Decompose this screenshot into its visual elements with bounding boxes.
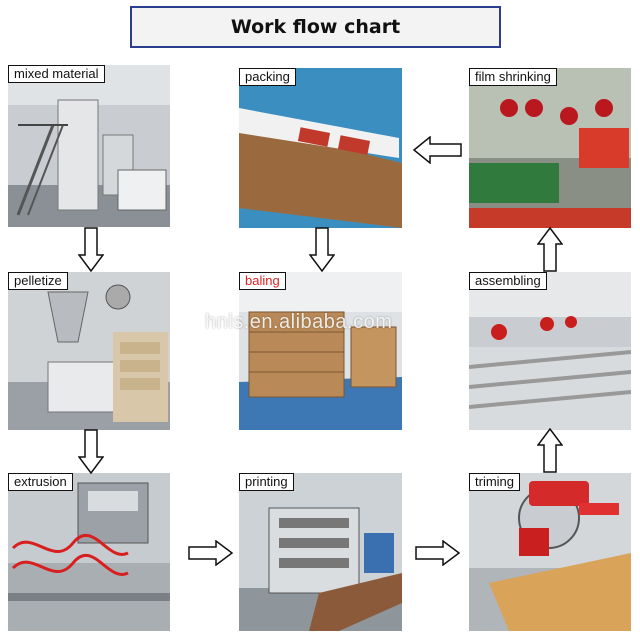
- arrow-left-icon: [413, 136, 462, 164]
- photo-baling: baling: [239, 272, 402, 430]
- photo-mixed-material: mixed material: [8, 65, 170, 227]
- arrow-down-icon: [309, 227, 335, 273]
- step-label-mixed-material: mixed material: [8, 65, 105, 83]
- photo-extrusion: extrusion: [8, 473, 170, 631]
- step-label-printing: printing: [239, 473, 294, 491]
- arrow-right-icon: [188, 540, 234, 566]
- title-box: Work flow chart: [130, 6, 501, 48]
- chart-title: Work flow chart: [230, 16, 401, 38]
- step-label-packing: packing: [239, 68, 296, 86]
- watermark: hnls.en.alibaba.com: [205, 311, 393, 333]
- step-label-pelletize: pelletize: [8, 272, 68, 290]
- step-label-baling: baling: [239, 272, 286, 290]
- step-label-extrusion: extrusion: [8, 473, 73, 491]
- photo-packing: packing: [239, 68, 402, 228]
- photo-printing: printing: [239, 473, 402, 631]
- arrow-up-icon: [537, 428, 563, 473]
- photo-pelletize: pelletize: [8, 272, 170, 430]
- photo-film-shrinking: film shrinking: [469, 68, 631, 228]
- arrow-down-icon: [78, 429, 104, 475]
- step-label-film-shrinking: film shrinking: [469, 68, 557, 86]
- photo-assembling: assembling: [469, 272, 631, 430]
- photo-triming: triming: [469, 473, 631, 631]
- step-label-assembling: assembling: [469, 272, 547, 290]
- arrow-down-icon: [78, 227, 104, 273]
- arrow-up-icon: [537, 227, 563, 272]
- step-label-triming: triming: [469, 473, 521, 491]
- arrow-right-icon: [415, 540, 461, 566]
